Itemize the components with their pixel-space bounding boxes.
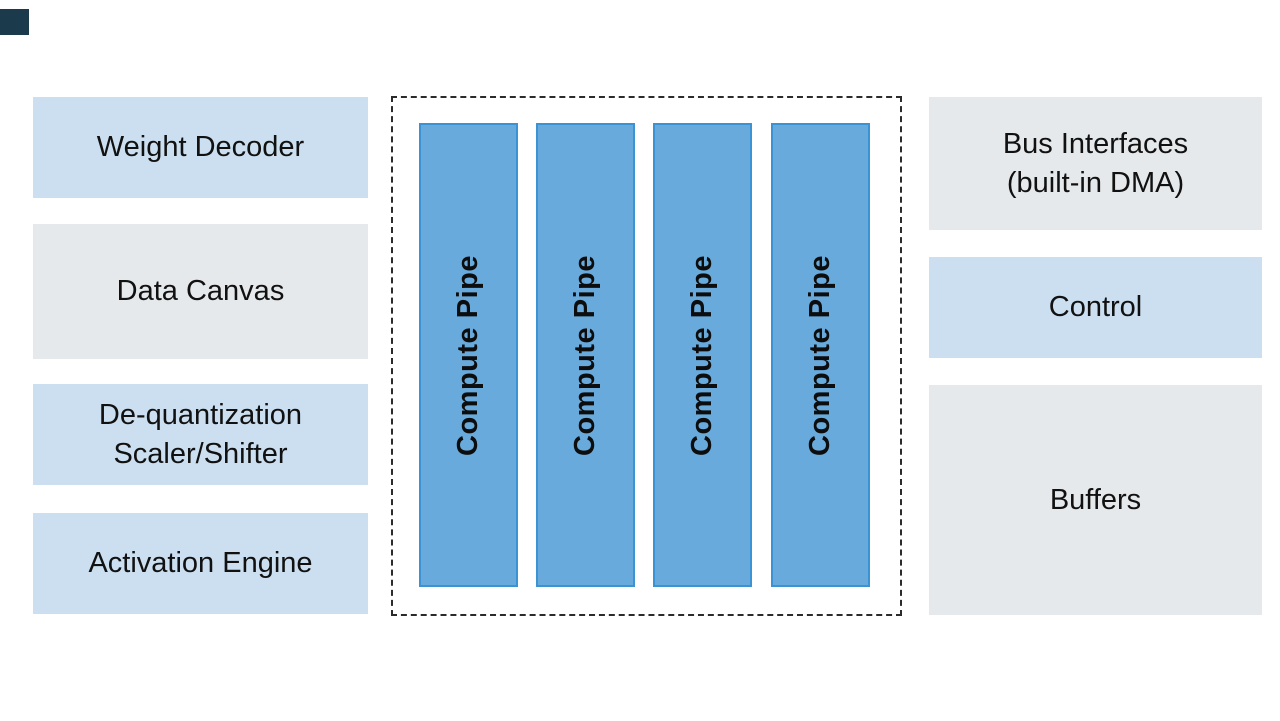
block-activation-engine: Activation Engine xyxy=(33,513,368,614)
block-control-label: Control xyxy=(1048,291,1143,324)
block-data-canvas-label: Data Canvas xyxy=(116,275,285,308)
corner-mark xyxy=(0,9,29,35)
compute-pipe-2: Compute Pipe xyxy=(536,123,635,587)
compute-pipe-3: Compute Pipe xyxy=(653,123,752,587)
compute-array-container: Compute Pipe Compute Pipe Compute Pipe C… xyxy=(391,96,902,616)
compute-pipe-1: Compute Pipe xyxy=(419,123,518,587)
compute-pipe-2-label: Compute Pipe xyxy=(569,254,601,456)
block-bus-interfaces-label: Bus Interfaces (built-in DMA) xyxy=(1002,128,1189,199)
block-bus-interfaces: Bus Interfaces (built-in DMA) xyxy=(929,97,1262,230)
block-weight-decoder: Weight Decoder xyxy=(33,97,368,198)
compute-pipe-4: Compute Pipe xyxy=(771,123,870,587)
block-buffers: Buffers xyxy=(929,385,1262,615)
block-dequantization-scaler-shifter: De-quantization Scaler/Shifter xyxy=(33,384,368,485)
block-data-canvas: Data Canvas xyxy=(33,224,368,359)
compute-pipe-4-label: Compute Pipe xyxy=(804,254,836,456)
compute-pipe-1-label: Compute Pipe xyxy=(452,254,484,456)
block-activation-engine-label: Activation Engine xyxy=(88,547,313,580)
compute-pipe-3-label: Compute Pipe xyxy=(686,254,718,456)
block-buffers-label: Buffers xyxy=(1049,483,1142,516)
block-weight-decoder-label: Weight Decoder xyxy=(96,131,305,164)
block-dequantization-label: De-quantization Scaler/Shifter xyxy=(98,399,303,470)
block-control: Control xyxy=(929,257,1262,358)
